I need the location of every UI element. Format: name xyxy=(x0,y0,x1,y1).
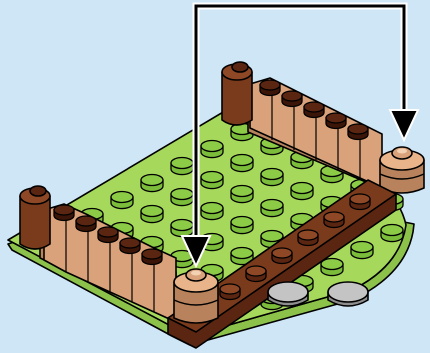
stud-top xyxy=(351,242,373,253)
stud-top xyxy=(111,192,133,203)
stud-top xyxy=(350,194,370,204)
stud-top xyxy=(291,183,313,194)
stud-top xyxy=(272,248,292,258)
stud-top xyxy=(260,80,280,90)
stud-top xyxy=(54,205,74,215)
round-brick-stack-right xyxy=(380,147,424,193)
stud-top xyxy=(141,175,163,186)
stud-top xyxy=(231,186,253,197)
stud-top xyxy=(76,216,96,226)
stud-top xyxy=(304,102,324,112)
stud-top xyxy=(231,217,253,228)
stud-top xyxy=(98,227,118,237)
stud-top xyxy=(261,200,283,211)
stud-top xyxy=(282,91,302,101)
stud-top xyxy=(261,231,283,242)
stud-top xyxy=(220,284,240,294)
left-corner-post xyxy=(20,186,50,249)
arrow-head-right xyxy=(390,110,418,140)
stud-top xyxy=(381,225,403,236)
round-brick-stack-left xyxy=(174,269,218,323)
stud-top xyxy=(246,266,266,276)
stud-top xyxy=(326,113,346,123)
stud-top xyxy=(201,203,223,214)
stud-top xyxy=(120,238,140,248)
back-corner-post xyxy=(222,62,252,125)
stud-top xyxy=(201,172,223,183)
stud-top xyxy=(348,124,368,134)
stud-top xyxy=(201,141,223,152)
stud-top xyxy=(142,249,162,259)
stud-top xyxy=(231,248,253,259)
stud-top xyxy=(171,158,193,169)
stud-top xyxy=(261,169,283,180)
stud-top xyxy=(298,230,318,240)
stud-top xyxy=(171,220,193,231)
stud-top xyxy=(324,212,344,222)
stud-top xyxy=(171,189,193,200)
stud-top xyxy=(141,206,163,217)
stud-top xyxy=(231,155,253,166)
